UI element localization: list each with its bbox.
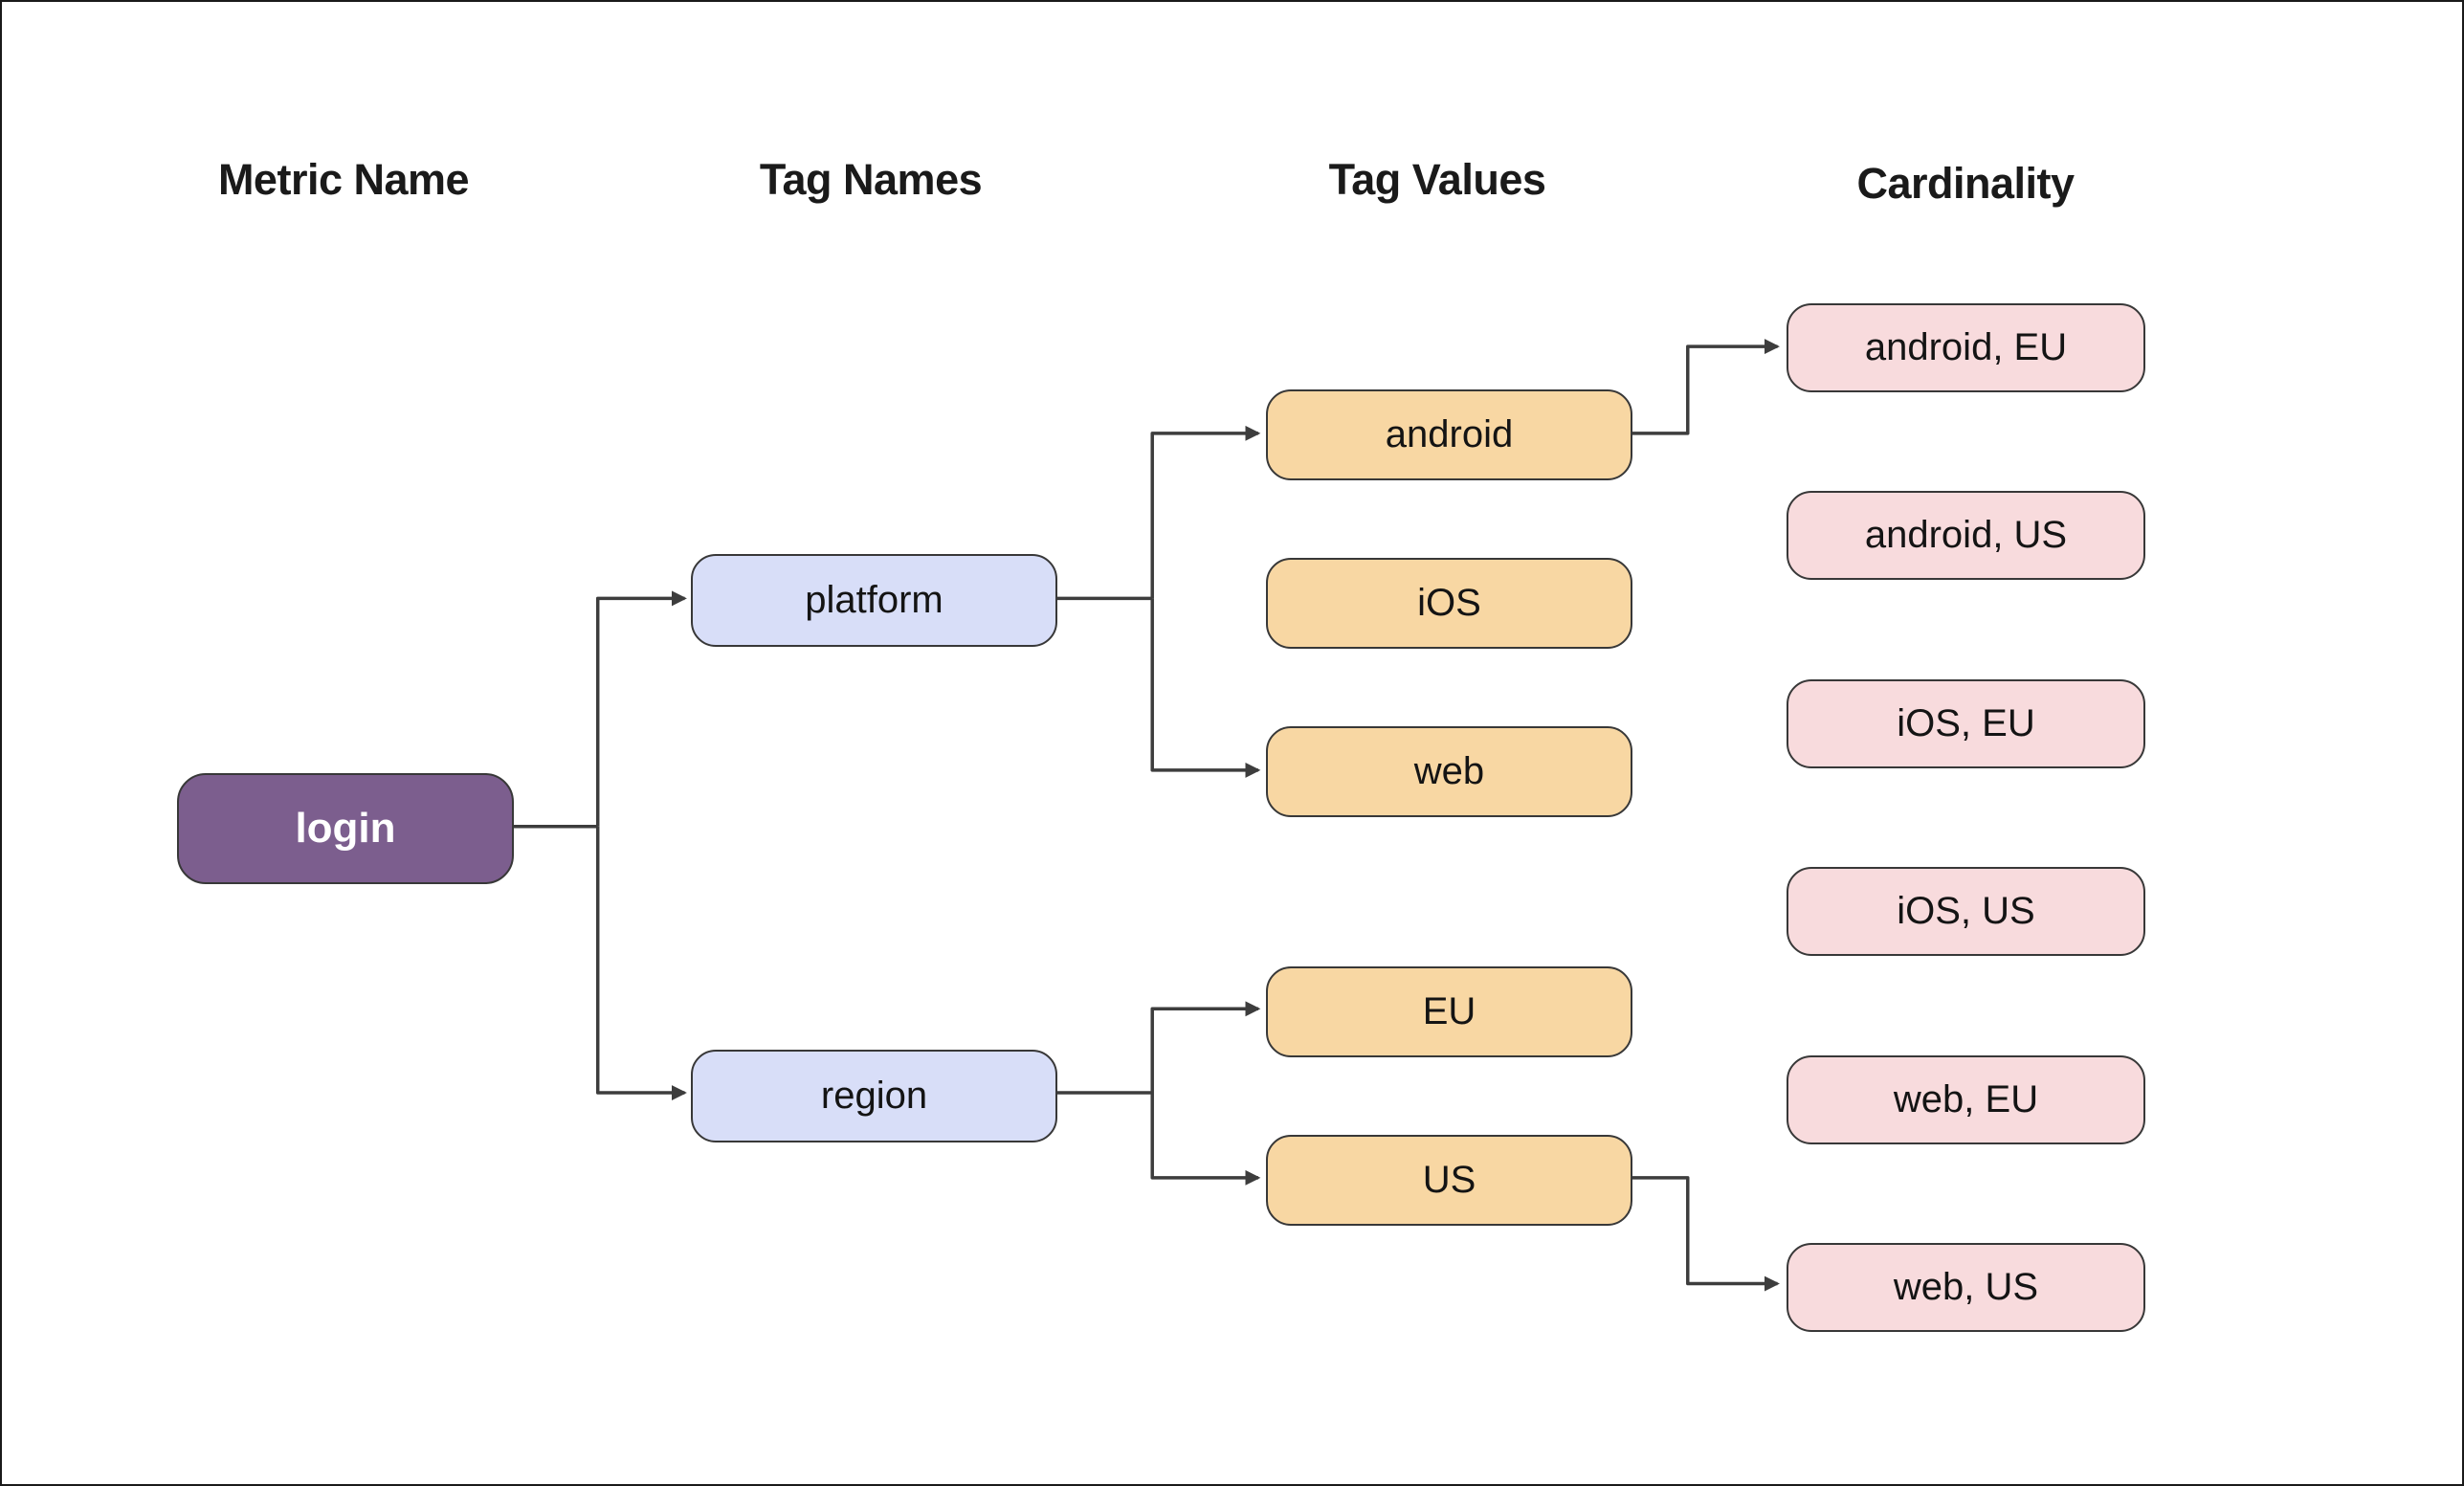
node-android-eu: android, EU — [1787, 303, 2145, 392]
node-login: login — [177, 773, 514, 884]
node-platform: platform — [691, 554, 1057, 647]
node-android-us: android, US — [1787, 491, 2145, 580]
column-header-metric-name: Metric Name — [217, 155, 470, 204]
node-us: US — [1266, 1135, 1632, 1226]
column-header-cardinality: Cardinality — [1856, 159, 2075, 208]
node-android: android — [1266, 389, 1632, 480]
edge-android-android-eu — [1629, 339, 1780, 435]
edge-platform-web — [1150, 598, 1261, 778]
node-web: web — [1266, 726, 1632, 817]
edge-us-web-us — [1629, 1176, 1780, 1292]
node-web-us: web, US — [1787, 1243, 2145, 1332]
edge-region-us — [1150, 1093, 1261, 1186]
edge-login-region — [595, 826, 687, 1101]
node-web-eu: web, EU — [1787, 1055, 2145, 1144]
edge-region-eu — [1150, 1001, 1261, 1094]
node-ios-eu: iOS, EU — [1787, 679, 2145, 768]
node-ios-us: iOS, US — [1787, 867, 2145, 956]
column-header-tag-values: Tag Values — [1328, 155, 1546, 204]
edge-platform-android — [1150, 425, 1261, 599]
node-eu: EU — [1266, 966, 1632, 1057]
node-ios: iOS — [1266, 558, 1632, 649]
edge-login-platform — [595, 590, 687, 827]
column-header-tag-names: Tag Names — [759, 155, 983, 204]
node-region: region — [691, 1050, 1057, 1142]
